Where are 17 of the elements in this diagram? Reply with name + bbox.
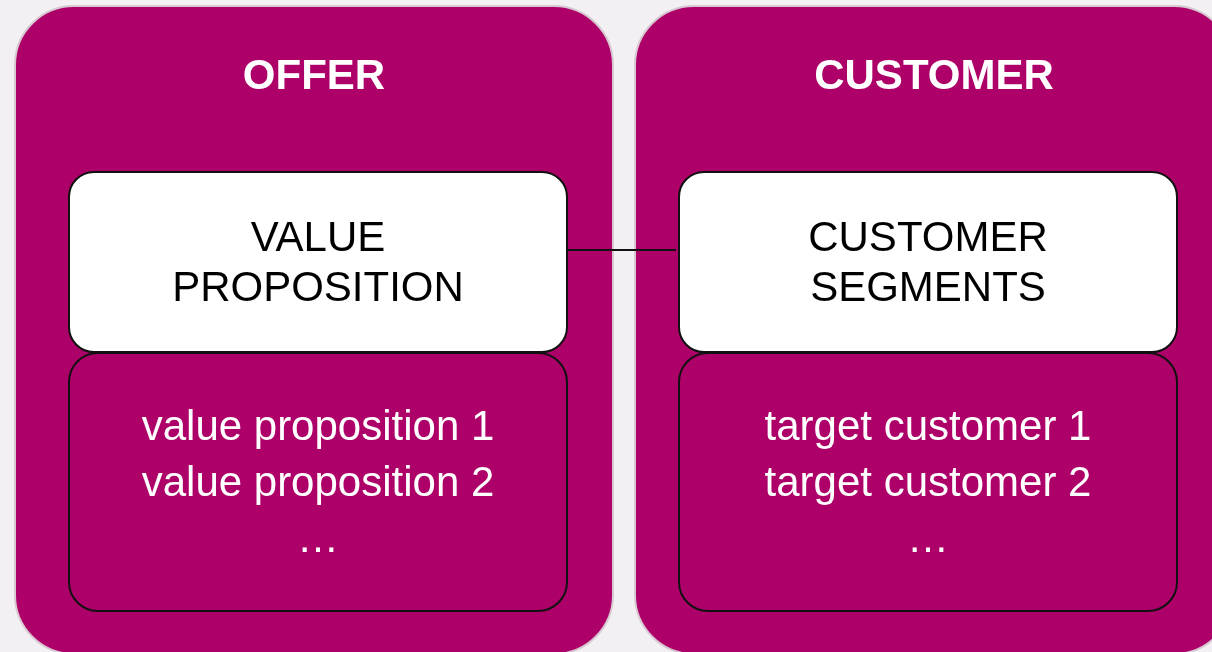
- list-item: target customer 1: [764, 401, 1092, 451]
- heading-box: [678, 171, 1178, 353]
- container-panel: [14, 5, 614, 652]
- heading-text: CUSTOMER SEGMENTS: [807, 212, 1049, 312]
- panel-title: CUSTOMER: [813, 51, 1055, 99]
- list-item: target customer 2: [764, 457, 1092, 507]
- panel-title: OFFER: [241, 51, 387, 99]
- container-panel: [634, 5, 1212, 652]
- list-item: value proposition 1: [141, 401, 495, 451]
- list-item: …: [297, 513, 339, 563]
- list-item: …: [907, 513, 949, 563]
- list-item: value proposition 2: [141, 457, 495, 507]
- connector-line: [565, 249, 677, 251]
- heading-text: VALUE PROPOSITION: [171, 212, 465, 312]
- list-box: [678, 352, 1178, 612]
- list-box: [68, 352, 568, 612]
- heading-box: [68, 171, 568, 353]
